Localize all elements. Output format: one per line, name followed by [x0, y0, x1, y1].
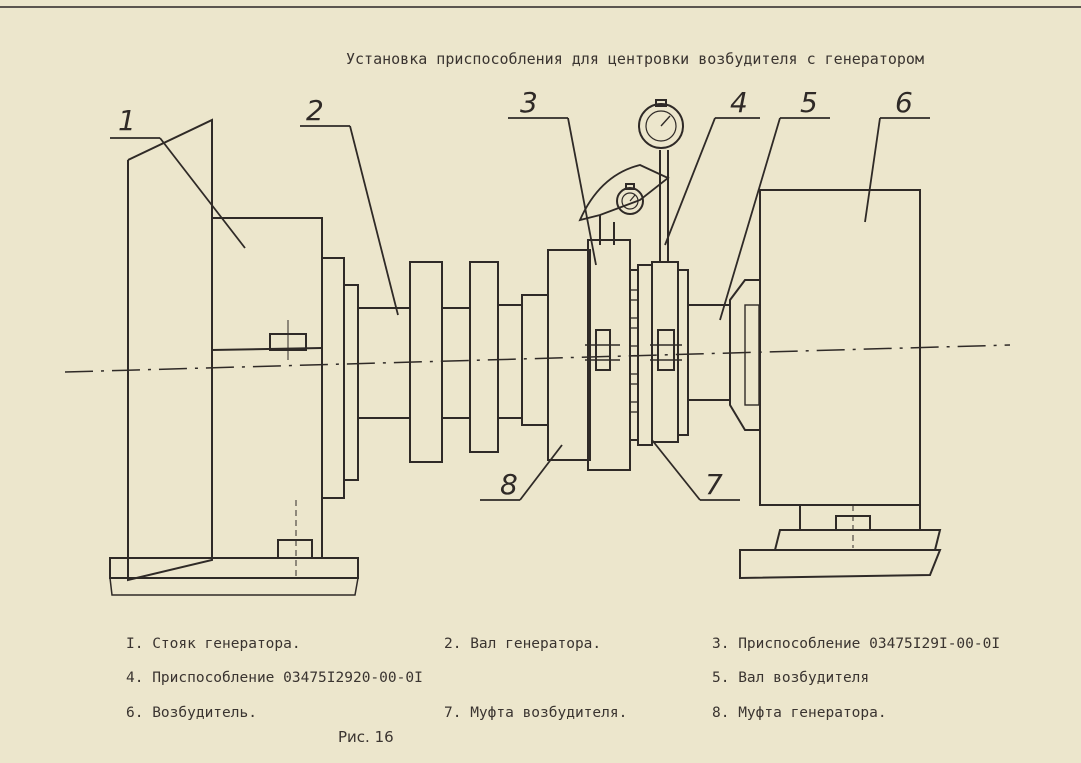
- legend-item-6: 6. Возбудитель.: [126, 705, 257, 721]
- exciter-shaft: [688, 279, 761, 431]
- legend-item-4: 4. Приспособление 03475I2920-00-0I: [126, 670, 423, 686]
- top-rule: [0, 6, 1081, 8]
- callout-4: 4: [730, 86, 748, 119]
- generator-shaft: [358, 261, 549, 463]
- callout-6: 6: [895, 86, 913, 119]
- figure-label: Рис. 16: [338, 728, 394, 746]
- legend-item-3: 3. Приспособление 03475I29I-00-0I: [712, 636, 1001, 652]
- legend-item-7: 7. Муфта возбудителя.: [444, 705, 628, 721]
- generator-coupling: [547, 239, 653, 471]
- callout-8: 8: [500, 468, 518, 501]
- callout-3: 3: [520, 86, 538, 119]
- legend-item-5: 5. Вал возбудителя: [712, 670, 870, 686]
- callout-1: 1: [118, 104, 136, 137]
- exciter-body: [739, 189, 942, 580]
- drawing-title: Установка приспособления для центровки в…: [346, 50, 924, 68]
- center-line: [64, 344, 1011, 373]
- callout-5: 5: [800, 86, 818, 119]
- dial-indicator-large: [638, 99, 684, 149]
- legend-item-1: I. Стояк генератора.: [126, 636, 301, 652]
- dial-indicator-small: [616, 183, 644, 215]
- exciter-coupling: [578, 150, 689, 443]
- callout-7: 7: [705, 468, 723, 501]
- generator-stand: [109, 118, 359, 596]
- callout-2: 2: [306, 94, 324, 127]
- legend-item-8: 8. Муфта генератора.: [712, 705, 887, 721]
- legend-item-2: 2. Вал генератора.: [444, 636, 602, 652]
- leader-lines: [110, 117, 930, 501]
